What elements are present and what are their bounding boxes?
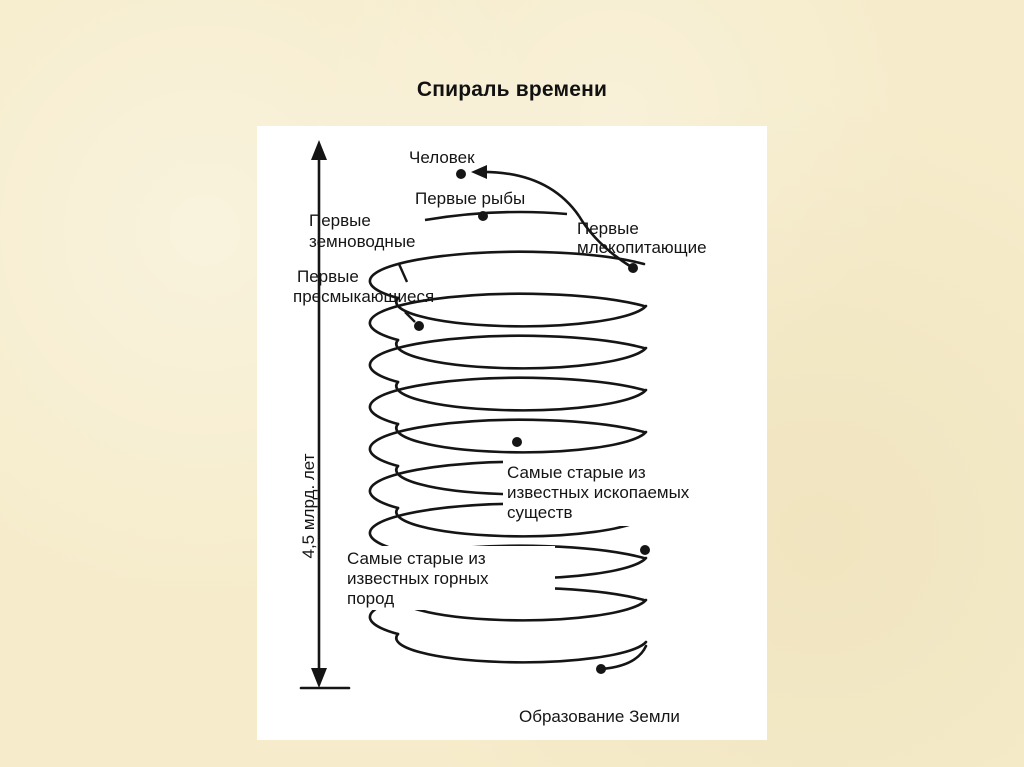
label-human: Человек: [409, 148, 475, 167]
spiral-coil-back: [368, 418, 646, 468]
spiral-coil-back: [368, 376, 646, 426]
fossils-label-backdrop: [503, 460, 765, 526]
first-mammals-marker: [628, 263, 638, 273]
slide-title: Спираль времени: [416, 78, 608, 101]
amphibians-pointer: [397, 263, 409, 283]
earth-formation-marker: [596, 664, 606, 674]
reptiles-pointer: [404, 311, 416, 323]
oldest-rocks-marker: [640, 545, 650, 555]
label-oldest-fossils-1: Самые старые из: [507, 463, 646, 482]
human-marker: [456, 169, 466, 179]
spiral-coil-front: [395, 506, 648, 538]
label-oldest-fossils-3: существ: [507, 503, 573, 522]
label-first-amphibians-2: земноводные: [309, 232, 416, 251]
spiral-figure: 4,5 млрд. лет Человек Первые рыбы Первые…: [257, 126, 767, 740]
label-oldest-rocks-3: пород: [347, 589, 394, 608]
spiral-diagram: 4,5 млрд. лет Человек Первые рыбы Первые…: [293, 140, 765, 726]
spiral-coil-back: [368, 250, 646, 300]
label-oldest-rocks-1: Самые старые из: [347, 549, 486, 568]
spiral-upper-link: [577, 215, 634, 270]
spiral-coil-back: [368, 292, 646, 342]
label-first-amphibians-1: Первые: [309, 211, 371, 230]
first-reptiles-marker: [414, 321, 424, 331]
oldest-fossils-marker: [512, 437, 522, 447]
label-first-fish: Первые рыбы: [415, 189, 525, 208]
spiral-coil-front: [395, 422, 648, 454]
label-first-reptiles-2: пресмыкающиеся: [293, 287, 434, 306]
spiral-coil-front: [395, 380, 648, 412]
first-fish-marker: [478, 211, 488, 221]
axis-arrow-down-icon: [311, 668, 327, 688]
spiral-arrow-icon: [471, 165, 487, 179]
label-first-reptiles-1: Первые: [297, 267, 359, 286]
spiral-coil-front: [395, 338, 648, 370]
spiral-second-arc: [424, 210, 568, 222]
label-first-mammals-2: млекопитающие: [577, 238, 707, 257]
spiral-coil-back: [368, 334, 646, 384]
label-oldest-rocks-2: известных горных: [347, 569, 489, 588]
label-oldest-fossils-2: известных ископаемых: [507, 483, 690, 502]
axis-arrow-up-icon: [311, 140, 327, 160]
rocks-label-backdrop: [343, 546, 555, 610]
spiral-coil-front: [395, 296, 648, 328]
label-first-mammals-1: Первые: [577, 219, 639, 238]
spiral-bottom-tail: [599, 644, 648, 671]
spiral-top-arc: [476, 170, 581, 217]
spiral-coil-front: [395, 632, 648, 664]
axis-label: 4,5 млрд. лет: [299, 453, 318, 558]
label-earth-formation: Образование Земли: [519, 707, 680, 726]
